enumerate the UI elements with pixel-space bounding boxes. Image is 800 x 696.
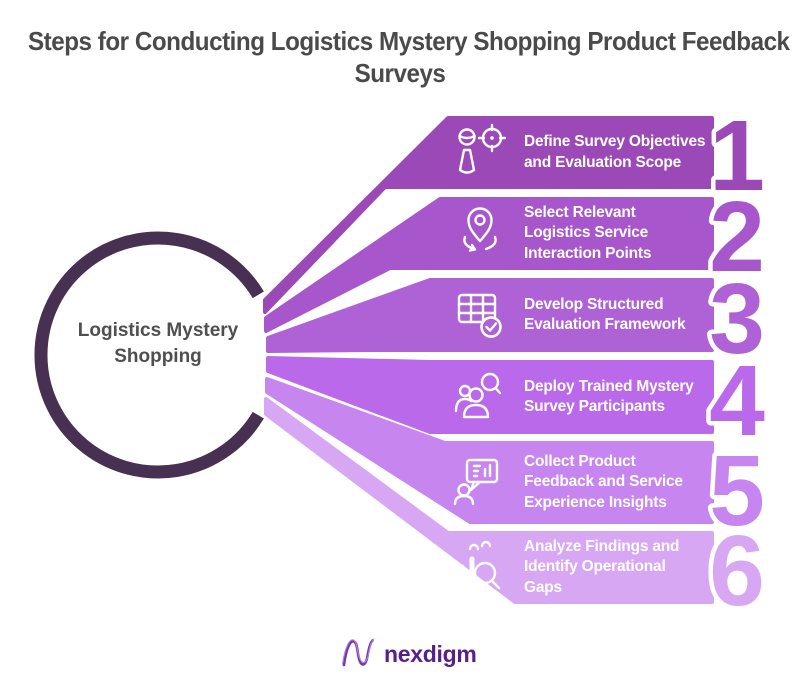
hub-label-line2: Shopping <box>114 345 202 367</box>
step-3-line1: Develop Structured <box>524 295 664 313</box>
feedback-bubble-person-icon <box>453 458 499 506</box>
nexdigm-wave-icon <box>341 638 375 667</box>
step-number-3: 3 <box>709 263 765 375</box>
step-band-5 <box>265 377 714 524</box>
step-band-4 <box>266 356 714 434</box>
page-title-line2: Surveys <box>354 57 446 88</box>
step-label-6: Analyze Findings and Identify Operationa… <box>524 533 714 602</box>
step-band-1 <box>263 116 714 314</box>
page-title-line1: Steps for Conducting Logistics Mystery S… <box>28 26 790 56</box>
step-4-line2: Survey Participants <box>524 398 665 415</box>
step-label-3: Develop Structured Evaluation Framework <box>524 280 714 350</box>
hub-ring <box>34 231 264 479</box>
step-3-line2: Evaluation Framework <box>524 316 686 333</box>
chart-magnifier-icon <box>459 540 501 590</box>
step-1-line2: and Evaluation Scope <box>524 153 682 171</box>
step-number-1: 1 <box>709 100 765 212</box>
step-band-2 <box>264 197 714 333</box>
step-number-5: 5 <box>709 435 765 547</box>
step-5-line2: Feedback and Service <box>524 473 683 491</box>
hub-label: Logistics Mystery Shopping <box>58 318 258 369</box>
step-number-6: 6 <box>709 515 765 627</box>
brand-logo: nexdigm <box>341 634 501 674</box>
location-pin-refresh-icon <box>463 207 497 252</box>
step-4-line1: Deploy Trained Mystery <box>524 377 694 395</box>
person-target-icon <box>458 123 507 174</box>
step-band-6 <box>264 397 714 604</box>
step-label-2: Select Relevant Logistics Service Intera… <box>524 199 714 268</box>
step-2-line2: Logistics Service <box>524 224 649 242</box>
step-label-5: Collect Product Feedback and Service Exp… <box>524 443 714 522</box>
evaluation-table-check-icon <box>457 293 502 338</box>
hub-label-line1: Logistics Mystery <box>77 320 239 341</box>
step-6-line1: Analyze Findings and <box>524 538 680 556</box>
step-band-3 <box>266 278 714 353</box>
step-number-4: 4 <box>709 345 765 457</box>
step-5-line3: Experience Insights <box>524 493 667 511</box>
people-magnifier-icon <box>454 372 502 419</box>
step-5-line1: Collect Product <box>524 453 636 471</box>
page-title: Steps for Conducting Logistics Mystery S… <box>28 26 790 89</box>
step-label-4: Deploy Trained Mystery Survey Participan… <box>524 362 714 432</box>
step-6-line3: Gaps <box>524 578 562 596</box>
step-2-line3: Interaction Points <box>524 244 652 262</box>
step-label-1: Define Survey Objectives and Evaluation … <box>524 118 714 187</box>
step-1-line1: Define Survey Objectives <box>524 133 706 151</box>
step-number-2: 2 <box>709 181 765 293</box>
step-6-line2: Identify Operational <box>524 558 666 576</box>
step-2-line1: Select Relevant <box>524 204 636 222</box>
brand-name: nexdigm <box>384 640 477 667</box>
